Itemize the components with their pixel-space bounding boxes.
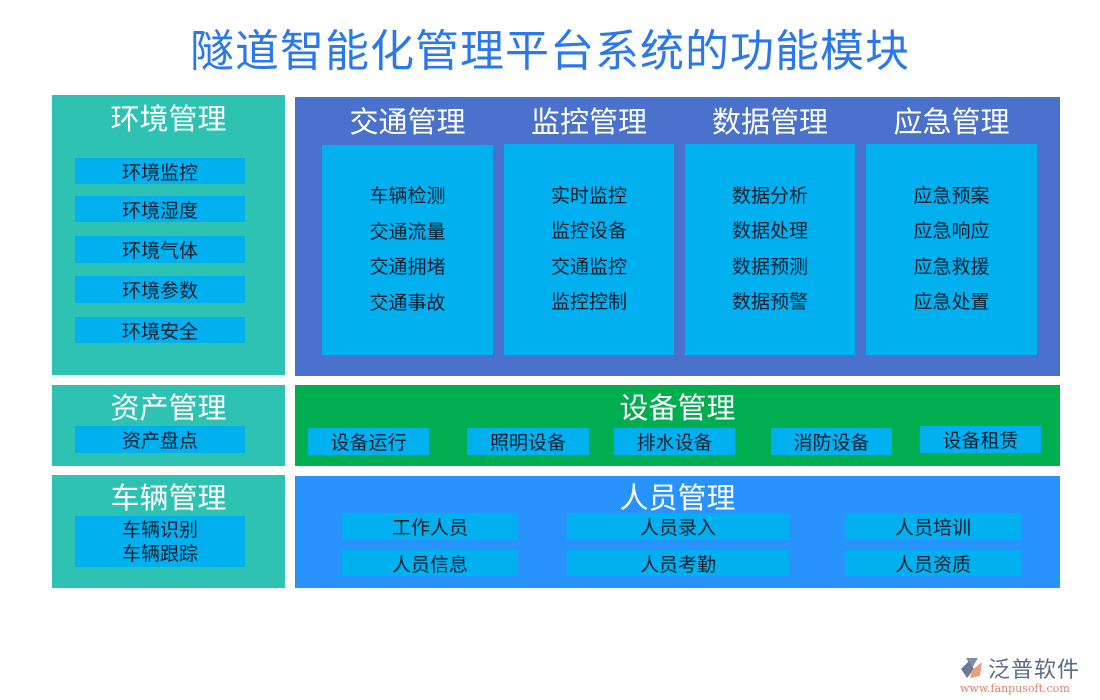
monitoring-item[interactable]: 交通监控: [550, 255, 627, 278]
data-module: 数据分析 数据处理 数据预测 数据预警: [685, 144, 855, 355]
vehicle-items: 车辆识别 车辆跟踪: [75, 516, 245, 567]
personnel-item[interactable]: 人员信息: [342, 550, 518, 576]
personnel-item[interactable]: 工作人员: [342, 513, 518, 540]
personnel-title: 人员管理: [619, 481, 736, 515]
equipment-panel: 设备管理 设备运行 照明设备 排水设备 消防设备 设备租赁: [295, 385, 1060, 466]
brand-name: 泛普软件: [988, 658, 1081, 683]
traffic-module: 车辆检测 交通流量 交通拥堵 交通事故: [322, 145, 493, 355]
environment-panel: 环境管理 环境监控 环境湿度 环境气体 环境参数 环境安全: [52, 95, 285, 375]
vehicle-panel: 车辆管理 车辆识别 车辆跟踪: [52, 475, 285, 588]
personnel-item[interactable]: 人员考勤: [567, 550, 789, 576]
emergency-title: 应急管理: [893, 105, 1010, 139]
asset-panel: 资产管理 资产盘点: [52, 385, 285, 466]
environment-item[interactable]: 环境气体: [75, 236, 245, 263]
data-item[interactable]: 数据分析: [731, 184, 808, 207]
traffic-item[interactable]: 交通事故: [369, 291, 446, 314]
page-title: 隧道智能化管理平台系统的功能模块: [190, 26, 910, 77]
top-modules-panel: 交通管理 车辆检测 交通流量 交通拥堵 交通事故 监控管理 实时监控 监控设备 …: [295, 97, 1060, 376]
asset-title: 资产管理: [110, 391, 227, 425]
asset-item[interactable]: 资产盘点: [75, 426, 245, 453]
fanpu-logo-icon: [960, 657, 984, 679]
personnel-panel: 人员管理 工作人员 人员录入 人员培训 人员信息 人员考勤 人员资质: [295, 476, 1060, 588]
environment-item[interactable]: 环境安全: [75, 317, 245, 343]
emergency-item[interactable]: 应急救援: [913, 255, 990, 278]
environment-item[interactable]: 环境湿度: [75, 196, 245, 222]
equipment-item[interactable]: 设备运行: [308, 428, 429, 455]
monitoring-module: 实时监控 监控设备 交通监控 监控控制: [504, 144, 674, 355]
environment-title: 环境管理: [110, 102, 227, 136]
equipment-item[interactable]: 设备租赁: [920, 426, 1041, 453]
traffic-item[interactable]: 交通流量: [369, 220, 446, 243]
monitoring-item[interactable]: 监控控制: [550, 291, 627, 313]
environment-item[interactable]: 环境参数: [75, 276, 245, 303]
vehicle-item[interactable]: 车辆识别: [121, 518, 198, 541]
traffic-title: 交通管理: [349, 105, 466, 139]
personnel-item[interactable]: 人员资质: [845, 550, 1021, 576]
traffic-item[interactable]: 车辆检测: [369, 185, 446, 207]
emergency-module: 应急预案 应急响应 应急救援 应急处置: [866, 144, 1037, 355]
data-item[interactable]: 数据处理: [731, 220, 808, 242]
equipment-title: 设备管理: [619, 391, 736, 425]
equipment-item[interactable]: 消防设备: [771, 428, 892, 455]
brand-url[interactable]: www.fanpusoft.com: [960, 682, 1070, 695]
data-item[interactable]: 数据预警: [731, 291, 808, 313]
vehicle-title: 车辆管理: [110, 481, 227, 515]
personnel-item[interactable]: 人员录入: [567, 513, 789, 540]
emergency-item[interactable]: 应急响应: [913, 220, 990, 242]
emergency-item[interactable]: 应急处置: [913, 291, 990, 313]
data-title: 数据管理: [711, 105, 828, 139]
environment-item[interactable]: 环境监控: [75, 158, 245, 184]
emergency-item[interactable]: 应急预案: [913, 184, 990, 207]
traffic-item[interactable]: 交通拥堵: [369, 256, 446, 278]
brand-logo: 泛普软件 www.fanpusoft.com: [960, 652, 1090, 695]
monitoring-item[interactable]: 监控设备: [550, 220, 627, 242]
monitoring-title: 监控管理: [530, 105, 647, 139]
equipment-item[interactable]: 照明设备: [467, 428, 589, 455]
vehicle-item[interactable]: 车辆跟踪: [121, 542, 198, 565]
monitoring-item[interactable]: 实时监控: [550, 184, 627, 207]
personnel-item[interactable]: 人员培训: [845, 513, 1021, 540]
equipment-item[interactable]: 排水设备: [614, 428, 735, 455]
data-item[interactable]: 数据预测: [731, 255, 808, 278]
